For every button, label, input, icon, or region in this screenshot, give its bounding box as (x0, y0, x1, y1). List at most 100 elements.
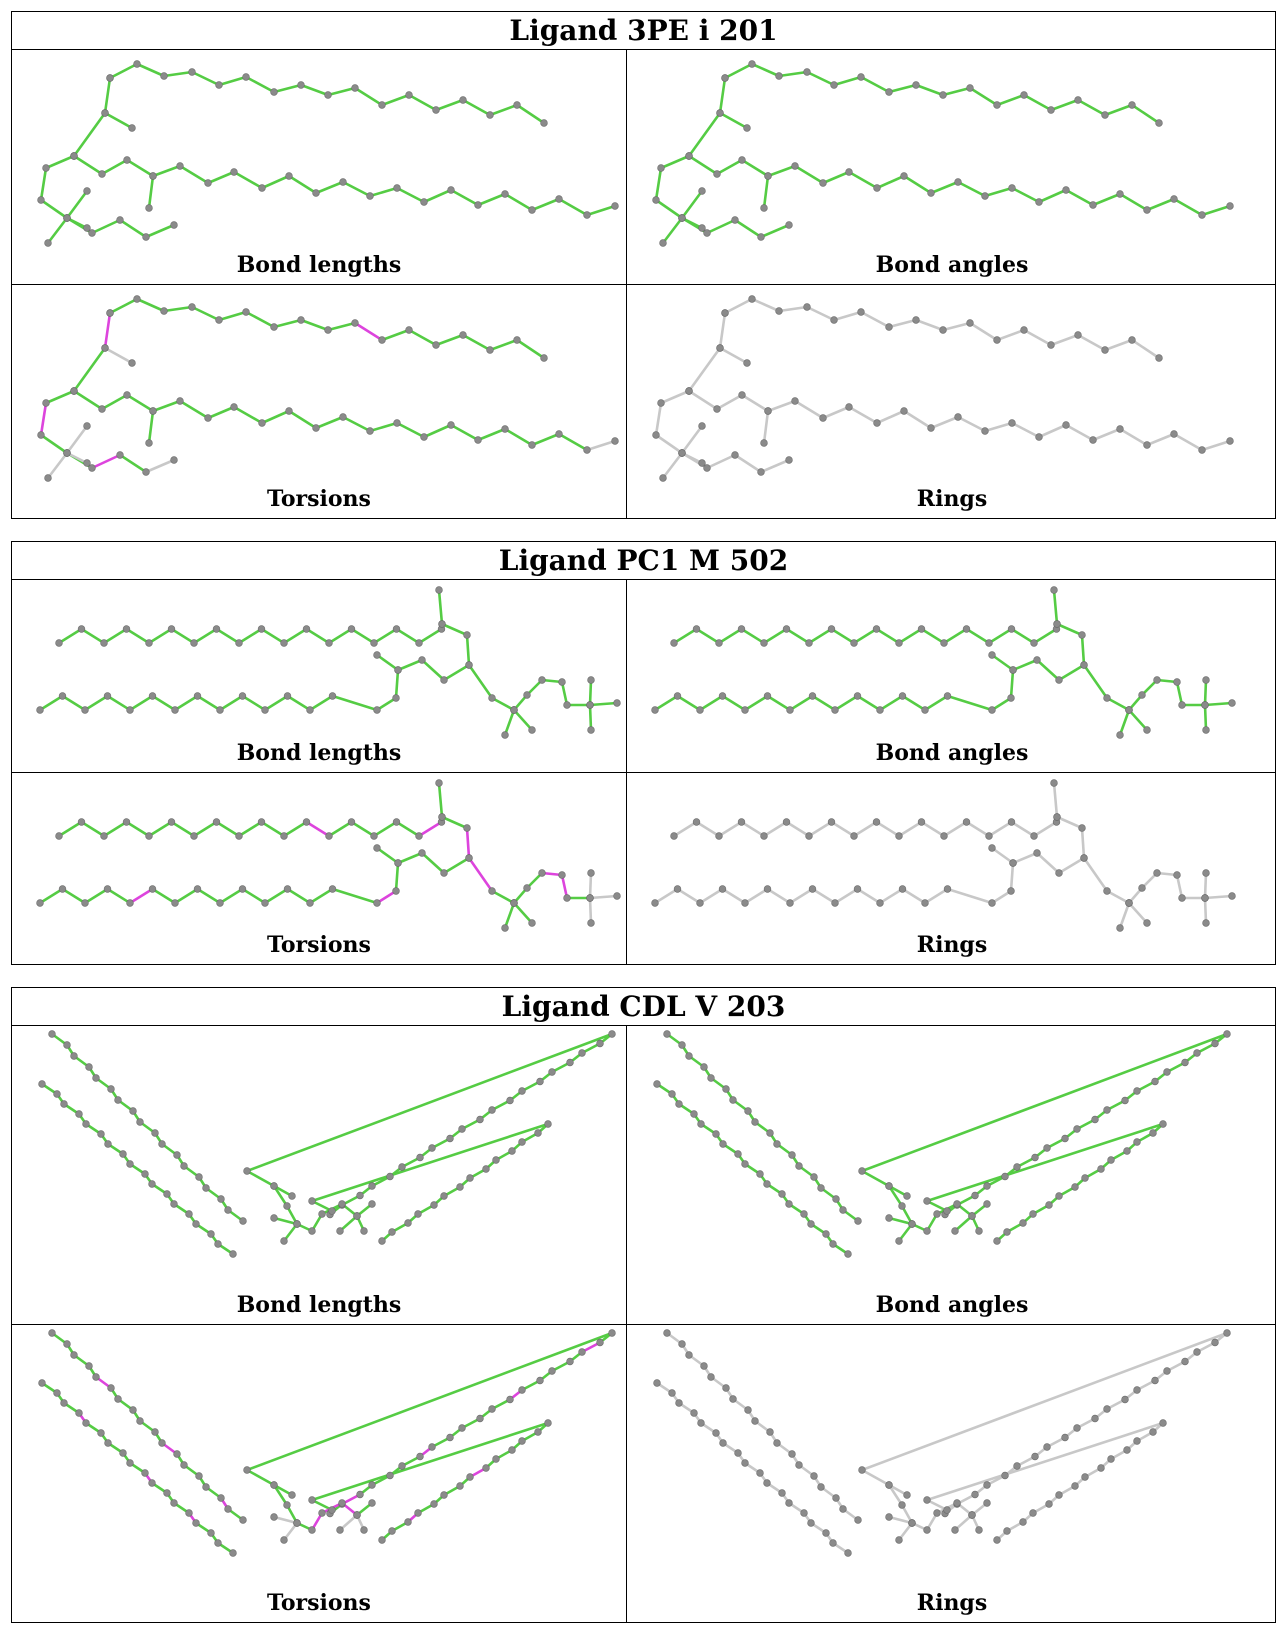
atom (261, 706, 269, 714)
bond (90, 218, 122, 235)
bond (437, 588, 444, 626)
atom (737, 818, 746, 826)
atom (678, 449, 686, 457)
panel-caption: Bond angles (875, 1292, 1029, 1318)
atom (63, 1041, 71, 1049)
atom (235, 639, 243, 647)
atom (715, 832, 723, 840)
atom (678, 1340, 686, 1348)
bond (557, 432, 589, 452)
bond (847, 170, 879, 190)
atom (831, 706, 839, 714)
bond (106, 694, 132, 712)
atom (1155, 354, 1163, 362)
atom (923, 1227, 931, 1235)
atom (844, 1250, 852, 1258)
bond (299, 83, 330, 97)
atom (558, 871, 566, 879)
bond (1118, 192, 1149, 212)
atom (207, 1529, 215, 1537)
bond (1103, 103, 1134, 117)
bond (331, 887, 379, 905)
bond (135, 62, 166, 78)
atom (900, 407, 908, 415)
bond (878, 887, 904, 905)
atom (297, 316, 305, 324)
atom (1071, 1183, 1079, 1191)
atom (951, 1526, 959, 1534)
atom (176, 397, 184, 405)
atom (822, 1529, 830, 1537)
panel-rings: Rings (627, 1325, 1276, 1622)
bond (118, 453, 148, 474)
bond (750, 297, 781, 313)
atom (721, 309, 729, 317)
atom (44, 239, 52, 247)
atom (280, 639, 288, 647)
bond (190, 305, 221, 322)
atom (697, 1120, 705, 1128)
atom (985, 832, 993, 840)
atom (141, 1469, 149, 1477)
atom (173, 1450, 181, 1458)
bond (263, 887, 289, 905)
atom (1055, 869, 1063, 877)
atom (180, 1162, 188, 1170)
atom (368, 1481, 376, 1489)
atom (1138, 691, 1146, 699)
atom (1153, 676, 1161, 684)
atom (690, 1409, 698, 1417)
atom (122, 625, 131, 633)
bond (942, 627, 968, 645)
atom (70, 387, 78, 395)
bond (1118, 901, 1131, 930)
atom (988, 844, 996, 852)
bond (887, 318, 918, 329)
atom (1201, 894, 1209, 902)
atom (463, 631, 471, 639)
bond (380, 328, 411, 342)
atom (215, 81, 223, 89)
bond (350, 627, 376, 645)
atom (690, 1110, 698, 1118)
atom (1007, 887, 1015, 895)
atom (1055, 1192, 1063, 1200)
atom (163, 1190, 171, 1198)
atom (844, 1549, 852, 1557)
atom (1080, 854, 1088, 862)
atom (270, 1182, 278, 1190)
bond (759, 458, 791, 474)
atom (1003, 1228, 1011, 1236)
atom (288, 1192, 296, 1200)
atom (1080, 661, 1088, 669)
atom (1170, 430, 1178, 438)
atom (518, 1437, 526, 1445)
atom (145, 639, 153, 647)
panel-caption: Bond lengths (236, 740, 402, 766)
bond (1203, 703, 1208, 732)
atom (1081, 1473, 1089, 1481)
atom (1073, 1424, 1081, 1432)
atom (760, 639, 768, 647)
bond (759, 223, 791, 239)
atom (82, 1120, 90, 1128)
atom (538, 869, 546, 877)
bond (887, 83, 918, 94)
bond (65, 216, 89, 230)
bond (103, 346, 134, 365)
atom (675, 1100, 683, 1108)
atom (75, 1110, 83, 1118)
atom (1133, 1087, 1141, 1095)
bond (530, 197, 561, 212)
panel-caption: Torsions (267, 1590, 371, 1616)
bond (680, 451, 704, 465)
bond (965, 627, 991, 645)
atom (653, 1080, 661, 1088)
atom (1159, 1120, 1167, 1128)
atom (70, 1052, 78, 1060)
bond (698, 694, 724, 712)
bond (654, 198, 684, 220)
atom (458, 1125, 466, 1133)
atom (1043, 1443, 1051, 1451)
atom (985, 639, 993, 647)
